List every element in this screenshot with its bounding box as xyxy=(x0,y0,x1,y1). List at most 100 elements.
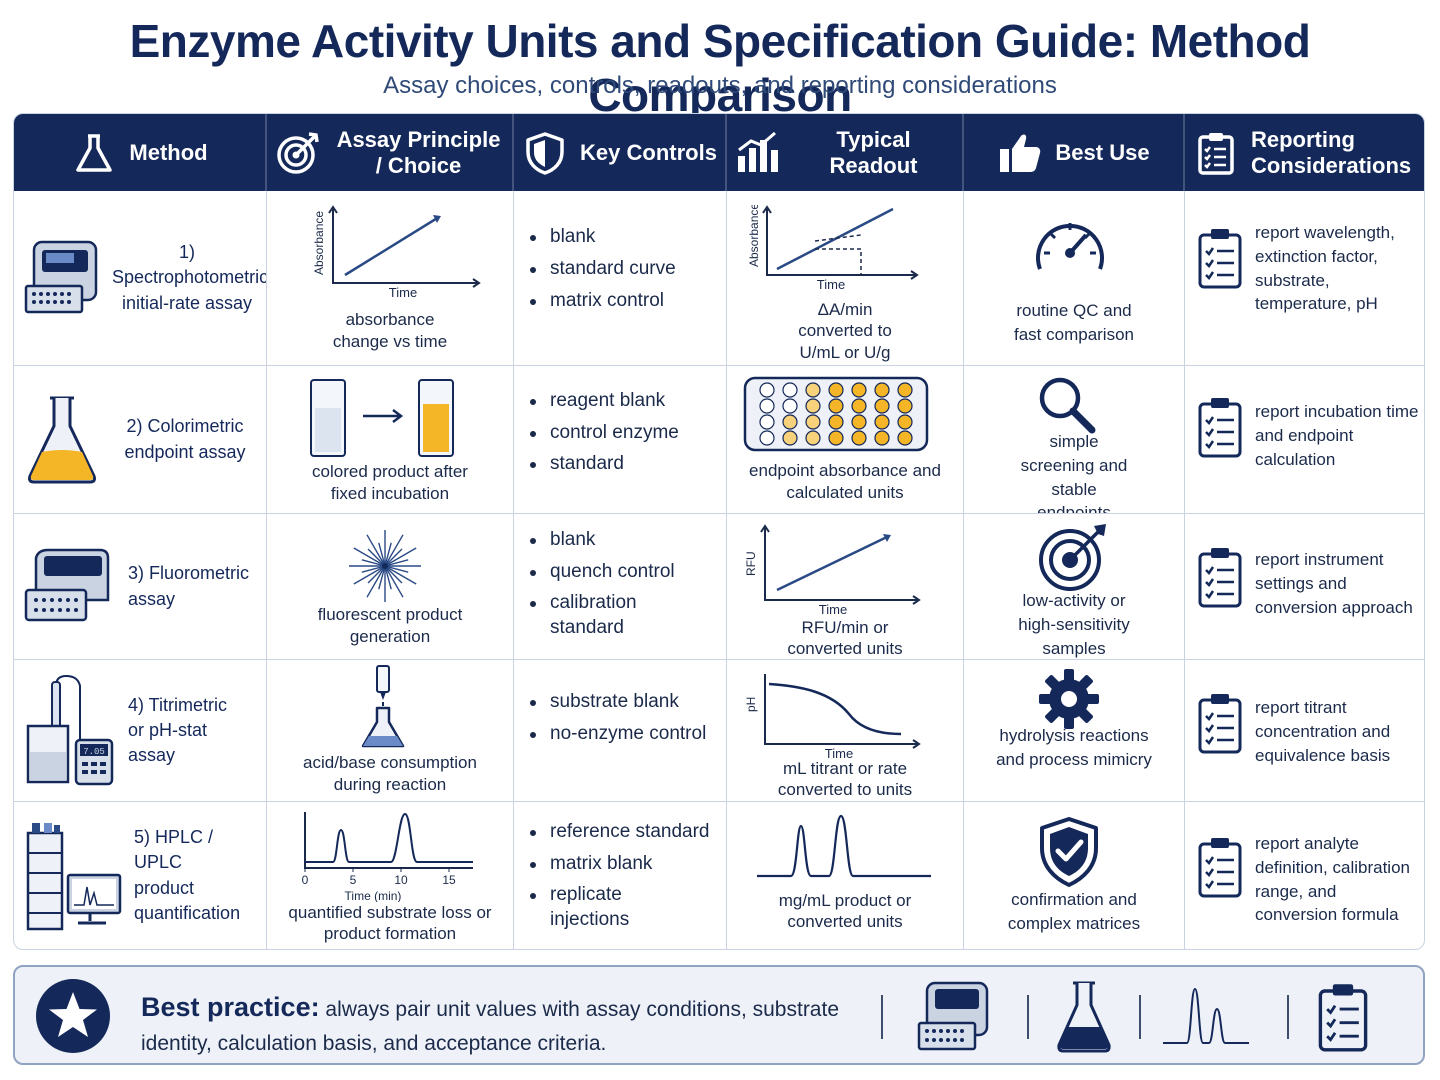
reporting-text: report titrant concentration and equival… xyxy=(1255,698,1391,765)
flask-icon xyxy=(76,133,113,172)
chromatogram-icon xyxy=(1163,987,1249,1044)
burst-ray xyxy=(353,565,386,585)
divider xyxy=(1287,995,1289,1039)
burst-ray xyxy=(353,547,386,567)
divider xyxy=(1139,995,1141,1039)
readout-caption: endpoint absorbance and calculated units xyxy=(749,461,941,503)
divider xyxy=(881,995,883,1039)
plate-well xyxy=(805,430,821,446)
method-label: 2) Colorimetric endpoint assay xyxy=(124,416,246,462)
row-4-bestuse: hydrolysis reactions and process mimicry xyxy=(964,660,1185,802)
control-item: reagent blank xyxy=(530,389,679,414)
gauge-icon xyxy=(1036,223,1104,270)
header-label: Key Controls xyxy=(580,139,717,165)
plate-well xyxy=(851,398,867,414)
plate-well xyxy=(805,382,821,398)
y-axis-label: RFU xyxy=(744,551,758,576)
burst-ray xyxy=(366,534,386,567)
principle-caption: colored product after fixed incubation xyxy=(312,462,468,504)
burst-ray xyxy=(367,548,386,567)
plate-well xyxy=(851,430,867,446)
clipboard-icon xyxy=(1198,229,1242,289)
star-badge-icon xyxy=(36,979,110,1053)
row-1-readout: Absorbance Time ΔA/min converted to U/mL… xyxy=(727,191,964,366)
plate-well xyxy=(805,414,821,430)
control-item: no-enzyme control xyxy=(530,722,706,747)
plate-well xyxy=(759,382,775,398)
y-axis-label: Absorbance xyxy=(747,205,761,267)
ph-time-chart: pH Time xyxy=(744,674,921,760)
burst-ray xyxy=(384,565,409,573)
header-method: Method xyxy=(14,114,267,191)
y-axis-label: pH xyxy=(744,697,758,712)
burst-ray xyxy=(378,542,386,567)
absorbance-rate-chart: Absorbance Time xyxy=(747,205,919,291)
plate-well xyxy=(759,430,775,446)
row-4-reporting: report titrant concentration and equival… xyxy=(1185,660,1424,802)
plate-well xyxy=(828,398,844,414)
hplc-icon xyxy=(26,822,122,930)
y-axis-label: Absorbance xyxy=(312,211,326,275)
controls-list: blank quench control calibration standar… xyxy=(514,528,726,641)
row-4-readout: pH Time mL titrant or rate converted to … xyxy=(727,660,964,802)
row-5-bestuse: confirmation and complex matrices xyxy=(964,802,1185,949)
comparison-table: Method Assay Principle / Choice Key Cont… xyxy=(13,113,1425,950)
row-2-principle: colored product after fixed incubation xyxy=(267,366,514,514)
control-item: replicate injections xyxy=(530,883,640,932)
header-label: Reporting Considerations xyxy=(1251,127,1412,178)
header-label: Typical Readout xyxy=(829,127,918,178)
principle-caption: fluorescent product generation xyxy=(317,605,463,647)
plate-well xyxy=(851,414,867,430)
bestuse-caption: routine QC and fast comparison xyxy=(1014,301,1134,344)
readout-caption: RFU/min or converted units xyxy=(787,618,903,659)
row-5-readout: mg/mL product or converted units xyxy=(727,802,964,949)
row-3-controls: blank quench control calibration standar… xyxy=(514,514,727,660)
control-item: blank xyxy=(530,225,676,250)
x-axis-label: Time xyxy=(817,277,845,291)
plate-well xyxy=(897,398,913,414)
header-principle: Assay Principle / Choice xyxy=(267,114,514,191)
dual-peak-chart xyxy=(757,814,931,878)
row-3-bestuse: low-activity or high-sensitivity samples xyxy=(964,514,1185,660)
row-2-bestuse: simple screening and stable endpoints xyxy=(964,366,1185,514)
flask-icon xyxy=(1057,981,1111,1053)
plate-well xyxy=(874,382,890,398)
meter-display: 7.05 xyxy=(83,747,105,757)
x-tick-label: 10 xyxy=(394,873,408,887)
plate-well xyxy=(897,382,913,398)
method-label: 5) HPLC / UPLC product quantification xyxy=(134,827,241,923)
plate-well xyxy=(897,430,913,446)
reporting-text: report analyte definition, calibration r… xyxy=(1255,834,1410,925)
control-item: standard xyxy=(530,452,679,477)
shield-check-icon xyxy=(1040,817,1098,887)
fluorescence-burst-icon xyxy=(349,530,421,602)
bestuse-caption: low-activity or high-sensitivity samples xyxy=(1018,591,1130,658)
readout-caption: ΔA/min converted to U/mL or U/g xyxy=(798,300,892,362)
burst-ray xyxy=(384,559,409,567)
fluorometer-icon xyxy=(24,548,110,621)
spectrophotometer-icon xyxy=(24,240,98,314)
burst-ray xyxy=(384,565,392,590)
row-3-readout: RFU Time RFU/min or converted units xyxy=(727,514,964,660)
burst-ray xyxy=(384,565,417,585)
header-controls: Key Controls xyxy=(514,114,727,191)
gear-icon xyxy=(1039,669,1099,729)
burst-ray xyxy=(384,548,403,567)
method-label: 3) Fluorometric assay xyxy=(128,563,250,609)
absorbance-time-chart: Absorbance Time xyxy=(312,205,481,299)
color-change-tubes-icon xyxy=(310,379,454,457)
plate-well xyxy=(759,414,775,430)
plate-well xyxy=(897,414,913,430)
row-3-method: 3) Fluorometric assay xyxy=(14,514,267,660)
controls-list: blank standard curve matrix control xyxy=(514,225,676,320)
control-item: reference standard xyxy=(530,820,726,845)
header-label: Method xyxy=(129,139,208,165)
plate-well xyxy=(874,430,890,446)
page-title: Enzyme Activity Units and Specification … xyxy=(129,15,1311,121)
controls-list: substrate blank no-enzyme control xyxy=(514,690,706,753)
plate-well xyxy=(805,398,821,414)
page-subtitle: Assay choices, controls, readouts, and r… xyxy=(383,72,1057,99)
row-4-controls: substrate blank no-enzyme control xyxy=(514,660,727,802)
plate-well xyxy=(828,430,844,446)
